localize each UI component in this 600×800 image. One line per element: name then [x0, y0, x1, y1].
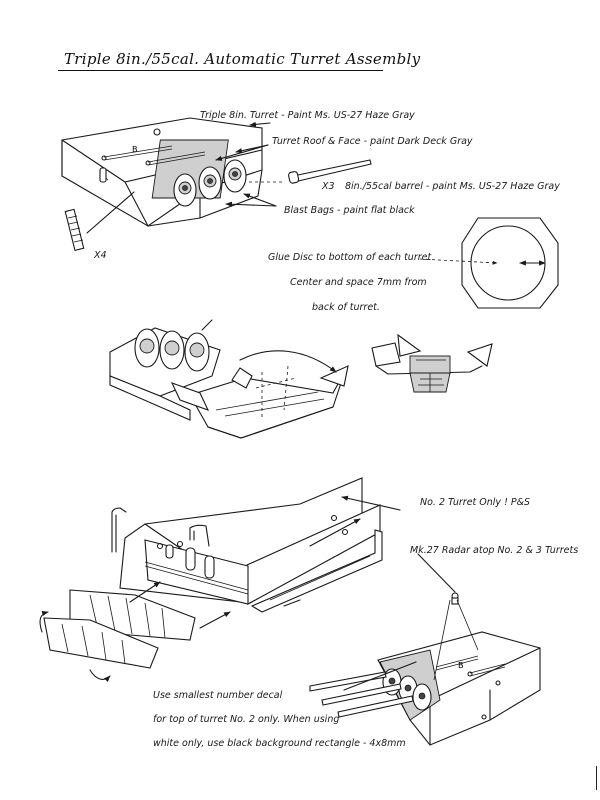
label-no2-only: No. 2 Turret Only ! P&S [420, 497, 531, 508]
page-edge-mark [595, 766, 597, 790]
face-plate-assembly-step [371, 333, 493, 393]
label-glue-disc-1: Glue Disc to bottom of each turret [268, 252, 432, 263]
title-underline [58, 70, 383, 71]
blast-bag-assembly-step [109, 319, 349, 439]
turret-bottom-disc-diagram [419, 217, 559, 309]
label-radar: Mk.27 Radar atop No. 2 & 3 Turrets [410, 545, 579, 556]
label-ladder-qty: X4 [94, 250, 107, 261]
gun-barrel [248, 159, 372, 184]
ladder-part [64, 208, 85, 252]
label-roof-face: Turret Roof & Face - paint Dark Deck Gra… [272, 136, 473, 147]
label-barrel-paint: 8in./55cal barrel - paint Ms. US-27 Haze… [345, 181, 560, 192]
label-blast-bags: Blast Bags - paint flat black [284, 205, 415, 216]
blast-bags-group [173, 159, 247, 207]
label-decal-3: white only, use black background rectang… [153, 738, 406, 749]
label-turret-paint: Triple 8in. Turret - Paint Ms. US-27 Haz… [200, 110, 415, 121]
label-barrel-qty: X3 [322, 181, 335, 192]
turret-floor-parts [39, 518, 361, 683]
radar-part [451, 592, 459, 605]
label-glue-disc-2: Center and space 7mm from [290, 277, 427, 288]
turret-top-view: B [61, 117, 263, 252]
label-decal-2: for top of turret No. 2 only. When using [153, 714, 340, 725]
page-title: Triple 8in./55cal. Automatic Turret Asse… [64, 50, 421, 68]
turret-shell-exploded [111, 477, 383, 613]
turret-completed-view: B [309, 599, 541, 746]
label-decal-1: Use smallest number decal [153, 690, 283, 701]
label-glue-disc-3: back of turret. [312, 302, 380, 313]
roof-marking-b-2: B [458, 661, 464, 670]
roof-marking-b: B [132, 145, 138, 154]
